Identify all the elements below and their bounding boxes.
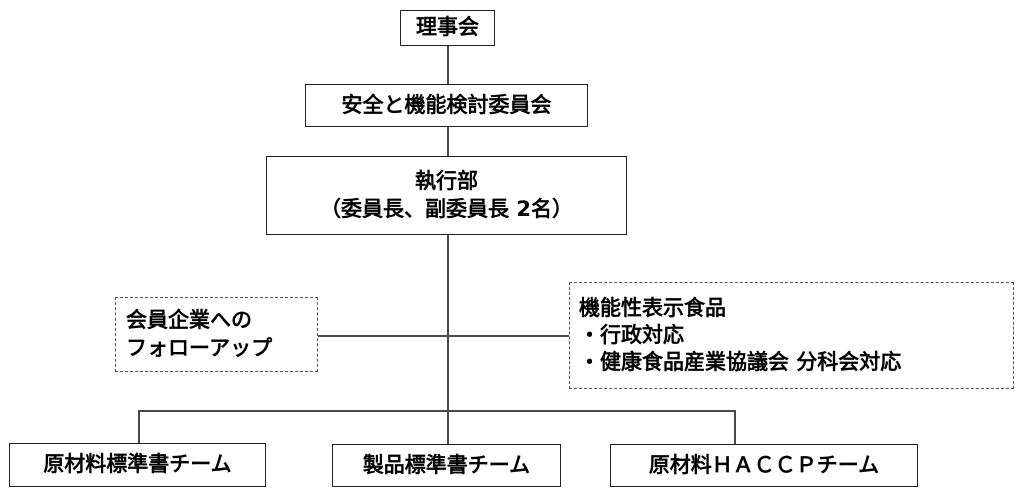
executive-box: 執行部 （委員長、副委員長 2名）: [266, 156, 627, 235]
functional-foods-item-administration: ・行政対応: [579, 322, 684, 347]
member-followup-line2: フォローアップ: [126, 335, 273, 360]
functional-foods-title: 機能性表示食品: [579, 295, 726, 320]
functional-foods-box: 機能性表示食品 ・行政対応 ・健康食品産業協議会 分科会対応: [569, 282, 1014, 389]
committee-box: 安全と機能検討委員会: [305, 84, 588, 127]
connector-to-team-2: [447, 410, 449, 444]
team-box-product-standards: 製品標準書チーム: [332, 444, 561, 487]
connector-to-team-1: [138, 410, 140, 443]
connector-main-trunk: [447, 234, 449, 411]
functional-foods-item-council: ・健康食品産業協議会 分科会対応: [579, 350, 902, 375]
connector-to-team-3: [734, 410, 736, 444]
committee-label: 安全と機能検討委員会: [341, 92, 552, 117]
connector-side-branches: [318, 335, 570, 337]
board-label: 理事会: [416, 15, 479, 40]
executive-title: 執行部: [414, 169, 478, 194]
team-box-raw-material-haccp: 原材料ＨＡＣＣＰチーム: [610, 444, 918, 487]
connector-board-to-committee: [447, 45, 449, 84]
team-label: 原材料ＨＡＣＣＰチーム: [648, 452, 880, 477]
member-followup-line1: 会員企業への: [126, 308, 252, 333]
member-followup-box: 会員企業への フォローアップ: [115, 297, 318, 372]
team-label: 原材料標準書チーム: [43, 452, 232, 477]
board-box: 理事会: [400, 10, 495, 46]
connector-team-bus: [138, 410, 735, 412]
connector-committee-to-executive: [447, 126, 449, 156]
team-box-raw-material-standards: 原材料標準書チーム: [9, 443, 266, 487]
team-label: 製品標準書チーム: [362, 452, 531, 477]
executive-subtitle: （委員長、副委員長 2名）: [320, 196, 573, 221]
